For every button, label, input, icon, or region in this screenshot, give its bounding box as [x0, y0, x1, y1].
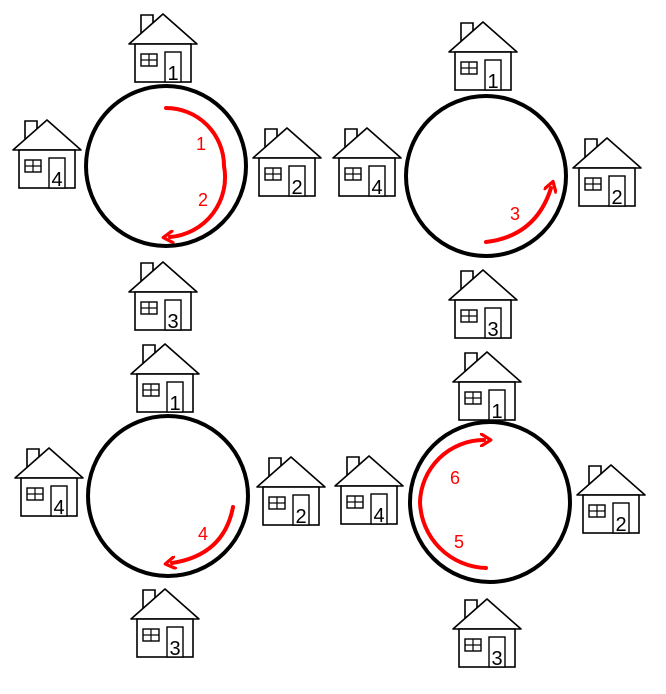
panel-3: 1 2 3 4 4 — [14, 343, 326, 660]
house-4: 4 — [14, 447, 84, 519]
step-label: 3 — [510, 204, 520, 224]
step-label: 1 — [196, 134, 206, 154]
house-number: 2 — [611, 187, 622, 209]
house-number: 3 — [167, 311, 178, 333]
house-3: 3 — [130, 588, 200, 660]
house-number: 4 — [51, 169, 62, 191]
panel-1: 1 2 3 4 1 2 — [12, 13, 322, 333]
roundabout-circle — [86, 414, 250, 578]
house-2: 2 — [572, 137, 642, 209]
house-number: 3 — [487, 319, 498, 341]
house-number: 1 — [167, 63, 178, 85]
route-arrow — [484, 188, 551, 244]
house-number: 1 — [487, 71, 498, 93]
house-4: 4 — [334, 455, 404, 527]
house-2: 2 — [576, 464, 646, 536]
roundabout-circle — [404, 94, 568, 258]
house-4: 4 — [332, 127, 402, 199]
house-1: 1 — [128, 13, 198, 85]
house-number: 4 — [53, 497, 64, 519]
house-4: 4 — [12, 119, 82, 191]
route-arrow — [417, 440, 486, 570]
roundabout-circle — [84, 84, 248, 248]
step-label: 5 — [454, 532, 464, 552]
house-2: 2 — [252, 127, 322, 199]
route-arrow — [166, 106, 228, 237]
house-number: 1 — [491, 401, 502, 423]
house-number: 4 — [371, 177, 382, 199]
panel-4: 1 2 3 4 6 5 — [334, 351, 646, 670]
house-3: 3 — [128, 261, 198, 333]
house-1: 1 — [452, 351, 522, 423]
route-arrow — [172, 505, 235, 563]
house-number: 3 — [491, 648, 502, 670]
house-1: 1 — [130, 343, 200, 415]
house-number: 2 — [291, 177, 302, 199]
house-number: 3 — [169, 638, 180, 660]
roundabout-circle — [408, 420, 572, 584]
house-number: 2 — [295, 506, 306, 528]
step-label: 2 — [198, 190, 208, 210]
house-number: 4 — [373, 505, 384, 527]
panel-2: 1 2 3 4 3 — [332, 21, 642, 341]
house-3: 3 — [448, 269, 518, 341]
house-2: 2 — [256, 456, 326, 528]
house-number: 2 — [615, 514, 626, 536]
house-1: 1 — [448, 21, 518, 93]
step-label: 6 — [450, 468, 460, 488]
house-number: 1 — [169, 393, 180, 415]
house-3: 3 — [452, 598, 522, 670]
step-label: 4 — [198, 524, 208, 544]
